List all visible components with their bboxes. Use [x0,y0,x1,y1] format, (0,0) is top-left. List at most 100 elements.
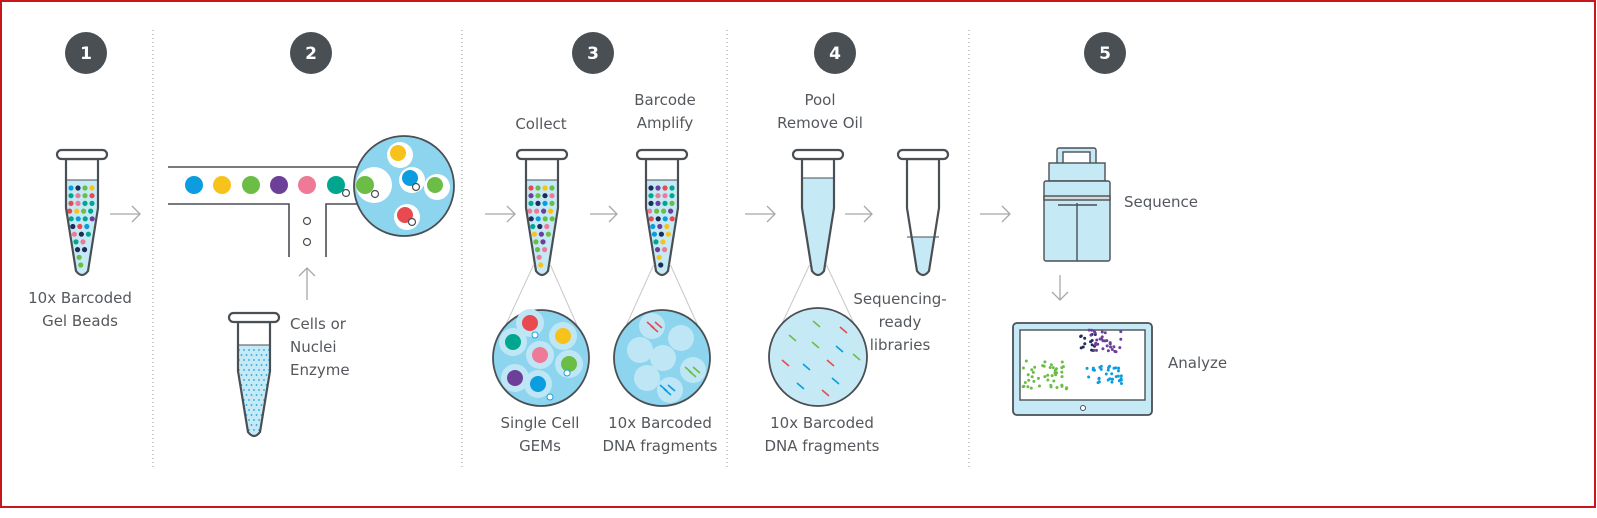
gel-bead [74,247,81,253]
gel-bead [270,176,288,194]
gel-bead [81,247,88,253]
gel-bead [655,216,661,222]
libraries-label: ready [879,313,922,331]
gel-bead [327,176,345,194]
gel-bead [427,177,443,193]
gel-bead [648,193,654,199]
cluster-point [1048,365,1052,369]
arrow-head [506,205,516,223]
arrow-right-icon [590,205,618,223]
gel-bead [532,347,548,363]
gel-bead [75,200,81,206]
cluster-point [1100,335,1104,339]
gel-bead [390,145,406,161]
gel-bead [655,200,661,206]
badge-number: 2 [305,44,317,64]
gel-bead [545,231,551,237]
cluster-point [1046,373,1050,377]
cell-dot [238,399,240,401]
gel-bead [356,176,374,194]
cluster-point [1060,360,1064,364]
dna-fragment [654,321,663,329]
gel-bead [661,247,668,253]
gel-bead [536,254,542,260]
dna-fragment [826,359,835,367]
cluster-point [1052,379,1056,383]
cluster-point [1049,363,1053,367]
gem-droplet [634,365,660,391]
gel-bead [528,193,534,199]
cluster-point [1118,346,1122,350]
illustrations [55,135,1153,438]
cell-dot [245,354,248,356]
step-5-labels: Sequence Analyze [1124,193,1227,372]
cluster-point [1031,370,1035,374]
cell-dot [268,419,270,421]
gel-bead [73,239,79,245]
dna-fragment [796,382,805,390]
cell-dot [260,404,263,406]
gel-bead [530,376,546,392]
dna-fragment [650,325,659,333]
sequencer-window [1062,151,1091,165]
cluster-point [1119,377,1123,381]
gel-bead [665,231,671,237]
cluster-point [1022,384,1026,388]
cluster-point [1096,342,1100,346]
label-line: 10x Barcoded [28,289,132,307]
cluster-point [1110,372,1114,376]
cluster-point [1053,368,1057,372]
arrow-head [863,205,873,223]
gel-bead [549,200,555,206]
cell-dot [255,414,258,416]
cell-dot [263,379,265,381]
gel-bead [669,193,675,199]
gel-bead [75,216,81,222]
step-badge-4: 4 [814,32,856,74]
cell-dot [260,384,263,386]
gel-bead [68,200,74,206]
cluster-point [1090,328,1094,332]
gel-bead [89,200,95,206]
gel-bead [85,231,91,237]
step-2-label: Cells or Nuclei Enzyme [290,315,350,379]
gel-bead [70,223,76,230]
cell-dot [263,359,265,361]
cluster-point [1101,347,1105,351]
cluster-point [1083,342,1087,346]
gel-bead [661,208,667,214]
cluster-point [1090,343,1094,347]
cell-dot [250,394,253,396]
cells-tube [227,311,281,438]
sequencer-top [1048,162,1106,182]
cell-dot [260,364,263,366]
cell-dot [265,364,268,366]
fragments-label: 10x Barcoded [608,414,712,432]
cell-dot [240,434,243,436]
cell-dot [240,424,243,426]
gel-bead [78,231,84,237]
cell-dot [250,424,253,426]
arrow-head [608,205,618,223]
cluster-point [1087,328,1091,332]
cell-dot [250,404,253,406]
tube-outline [524,157,560,277]
cell-dot [255,354,258,356]
cluster-point [1023,381,1027,385]
cell-dot [248,419,250,421]
cell-dot [253,429,255,431]
cell [407,217,417,227]
gel-bead [82,193,88,199]
cell-dot [248,359,250,361]
cluster-point [1091,366,1095,370]
cell-dot [263,349,265,351]
badge-circle [814,32,856,74]
cell-dot [260,394,263,396]
cluster-point [1099,364,1103,368]
gel-bead [656,254,662,260]
tube-cap [227,311,281,324]
label-line: Enzyme [290,361,350,379]
dna-fragment [811,341,820,349]
gel-bead [658,262,664,268]
cluster-point [1106,368,1110,372]
